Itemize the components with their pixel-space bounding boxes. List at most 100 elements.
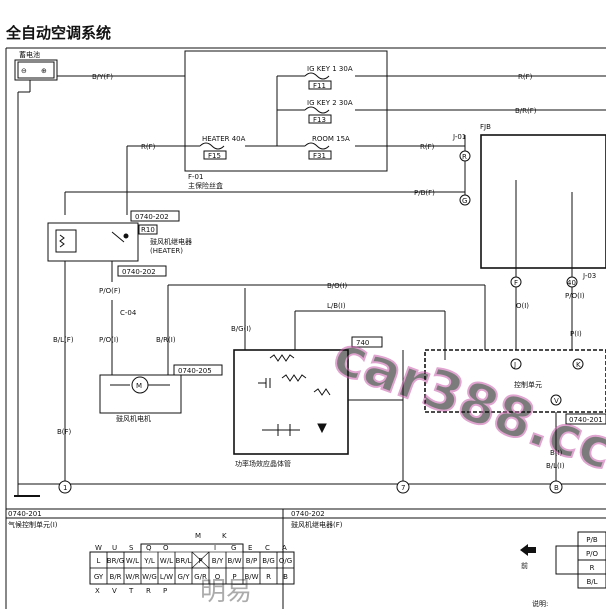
conn-a-cell: GY xyxy=(94,573,104,581)
conn-b-cell: P/B xyxy=(586,536,598,544)
ground-1: 1 xyxy=(63,484,67,492)
conn-a-title: 气候控制单元(I) xyxy=(8,520,58,529)
conn-b-cell: R xyxy=(590,564,595,572)
connector-0740-201: 0740-201 xyxy=(569,416,603,424)
conn-a-pin-letter: W xyxy=(95,544,102,552)
fuse-room-label: ROOM 15A xyxy=(312,135,350,143)
fuse-ig1-label: IG KEY 1 30A xyxy=(307,65,353,73)
conn-a-cell: P xyxy=(232,573,236,581)
conn-a-cell: W/L xyxy=(126,557,139,565)
ground-7: 7 xyxy=(401,484,405,492)
conn-a-cell: BR/G xyxy=(107,557,124,565)
motor-symbol: M xyxy=(136,382,142,390)
conn-a-cell: B/W xyxy=(227,557,241,565)
conn-a-pin-letter: P xyxy=(163,587,167,595)
battery-plus-icon: ⊕ xyxy=(41,67,47,75)
wire-p-i: P(I) xyxy=(570,330,582,338)
conn-a-cell: R xyxy=(266,573,271,581)
conn-b-title: 鼓风机继电器(F) xyxy=(291,520,343,529)
wire-b-f: B(F) xyxy=(57,428,72,436)
conn-a-cell: B xyxy=(283,573,288,581)
connector-0740-202-b: 0740-202 xyxy=(122,268,156,276)
conn-b-cell: B/L xyxy=(586,578,597,586)
connector-j03: J-03 xyxy=(582,272,596,280)
wire-bl-i: B/L(I) xyxy=(546,462,565,470)
pin-g: G xyxy=(462,197,467,205)
page-title: 全自动空调系统 xyxy=(5,24,111,42)
conn-a-pin-letter: O xyxy=(163,544,169,552)
power-transistor-label: 功率场效应晶体管 xyxy=(235,459,291,468)
wire-bl-f: B/L(F) xyxy=(53,336,74,344)
wire-c04: C-04 xyxy=(120,309,137,317)
conn-a-pin-letter: U xyxy=(112,544,117,552)
conn-a-cell: O/G xyxy=(279,557,292,565)
conn-a-pin-letter: G xyxy=(231,544,236,552)
conn-a-pin-letter: C xyxy=(265,544,270,552)
fuse-box-caption: 主保险丝盒 xyxy=(188,181,223,190)
pin-k: K xyxy=(576,361,581,369)
conn-a-pin-letter: E xyxy=(248,544,252,552)
conn-b-cell: P/O xyxy=(586,550,599,558)
connector-b: 前 P/BP/ORB/L 说明: xyxy=(520,531,606,608)
connector-0740-205: 0740-205 xyxy=(178,367,212,375)
conn-a-pin-letter: I xyxy=(214,544,216,552)
battery-label: 蓄电池 xyxy=(19,50,40,59)
wire-r-f-top: R(F) xyxy=(518,73,533,81)
pin-f: F xyxy=(514,279,518,287)
conn-a-cell: B/W xyxy=(244,573,258,581)
fuse-room-code: F31 xyxy=(313,152,326,160)
conn-a-pin-letter: S xyxy=(129,544,134,552)
conn-a-cell: B/R xyxy=(109,573,121,581)
connector-j01: J-01 xyxy=(452,133,466,141)
conn-a-code: 0740-201 xyxy=(8,510,42,518)
conn-a-pin-letter: R xyxy=(146,587,151,595)
conn-a-cell: L xyxy=(97,557,101,565)
blower-relay-en-label: (HEATER) xyxy=(150,247,183,255)
pin-v: V xyxy=(554,397,559,405)
conn-a-cell: L/W xyxy=(160,573,173,581)
battery: 蓄电池 ⊖ ⊕ xyxy=(14,50,58,81)
conn-a-pin-letter: A xyxy=(282,544,287,552)
wire-r-f-left: R(F) xyxy=(141,143,156,151)
wire-po-f: P/O(F) xyxy=(99,287,121,295)
conn-a-cell: G/Y xyxy=(177,573,190,581)
conn-a-pin-letter: X xyxy=(95,587,100,595)
fuse-box-name: F-01 xyxy=(188,173,203,181)
conn-a-cell: BR/L xyxy=(176,557,192,565)
fuse-ig2-code: F13 xyxy=(313,116,326,124)
wire-po-i: P/O(I) xyxy=(99,336,119,344)
wire-br-f: B/R(F) xyxy=(515,107,537,115)
conn-a-pin-letter: V xyxy=(112,587,117,595)
wire-by-f: B/Y(F) xyxy=(92,73,113,81)
conn-a-top-label: K xyxy=(222,532,227,540)
wire-o-i: O(I) xyxy=(516,302,529,310)
watermark: car388.cc xyxy=(326,323,606,482)
pin-r: R xyxy=(462,153,467,161)
fuse-heater-label: HEATER 40A xyxy=(202,135,246,143)
conn-a-cell: W/G xyxy=(142,573,157,581)
wire-bg-i: B/G(I) xyxy=(231,325,251,333)
connector-fjb: FJB xyxy=(480,123,491,131)
conn-a-cell: Y/L xyxy=(143,557,155,565)
conn-a-cell: G/R xyxy=(194,573,207,581)
conn-a-cell: W/L xyxy=(160,557,173,565)
connector-0740-202-a: 0740-202 xyxy=(135,213,169,221)
conn-a-pin-letter: Q xyxy=(146,544,152,552)
wire-po-i2: P/O(I) xyxy=(565,292,585,300)
front-label: 前 xyxy=(521,561,528,570)
control-unit-label: 控制单元 xyxy=(514,380,542,389)
wire-lb-i: L/B(I) xyxy=(327,302,346,310)
conn-a-cell: P xyxy=(198,557,202,565)
connector-r10: R10 xyxy=(141,226,155,234)
battery-minus-icon: ⊖ xyxy=(21,67,27,75)
pin-j: J xyxy=(513,361,516,369)
conn-b-code: 0740-202 xyxy=(291,510,325,518)
wire-bo-i: B/O(I) xyxy=(327,282,347,290)
conn-a-cell: O xyxy=(215,573,221,581)
wires xyxy=(14,50,606,497)
wire-b-i: B(I) xyxy=(550,449,563,457)
blower-motor-label: 鼓风机电机 xyxy=(116,414,151,423)
conn-a-pin-letter: T xyxy=(128,587,134,595)
conn-a-cell: W/R xyxy=(125,573,139,581)
